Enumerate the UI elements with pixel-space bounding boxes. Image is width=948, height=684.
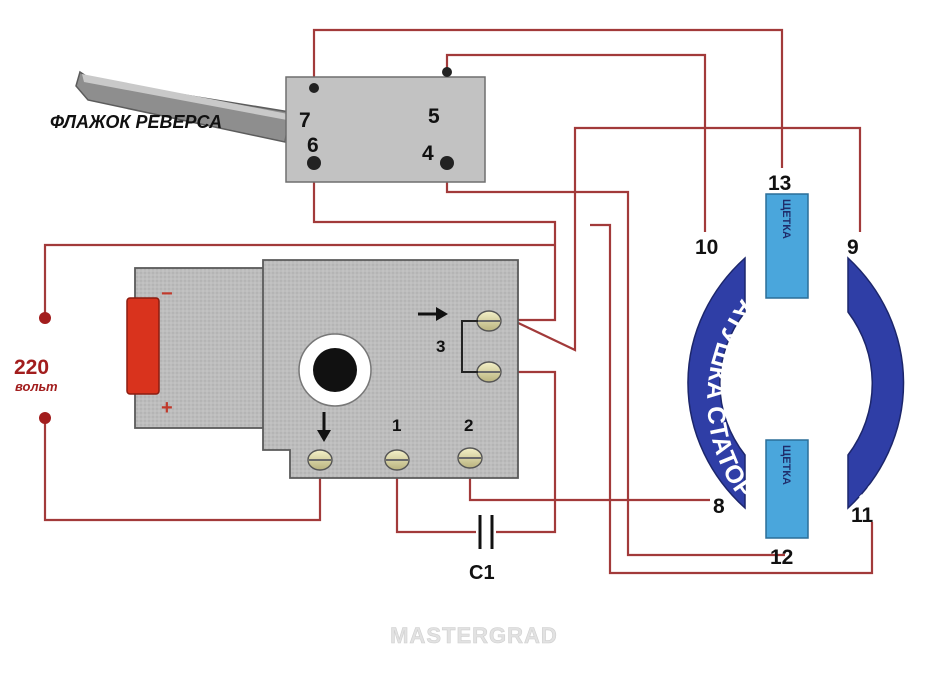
reverse-flag-label: ФЛАЖОК РЕВЕРСА [50,112,222,132]
reverse-terminal-4: 4 [422,142,434,165]
arrow-right-icon [418,307,448,321]
reverse-lever [75,70,291,143]
reverse-terminal-7: 7 [299,109,311,132]
top-brush-text: ЩЕТКА [780,199,792,239]
pin-13: 13 [768,172,791,195]
right-stator-coil [847,256,905,510]
reverse-terminal-5: 5 [428,105,440,128]
brushes [765,193,809,539]
wire-5-to-10 [445,53,707,232]
stator-coils [687,256,905,510]
screw-icons [307,310,502,471]
wire-7-to-13 [312,28,784,168]
pin-8: 8 [713,495,725,518]
top-brush [765,193,809,299]
voltage-value: 220 [14,356,49,379]
wire-arrow-screw-to-power [43,418,322,522]
wire-11 [590,223,874,575]
pin-11: 11 [851,504,874,527]
bottom-brush [765,439,809,539]
wire-1-to-c1 [395,470,476,534]
wire-power-upper [43,243,555,318]
battery-minus-sign: − [161,283,173,305]
power-terminals [39,312,51,424]
reverse-switch [285,67,486,183]
speed-terminal-2: 2 [464,416,473,435]
battery-plus-sign: + [161,397,173,419]
wire-6-to-3 [312,170,557,322]
pin-12: 12 [770,546,793,569]
watermark: MASTERGRAD [390,623,558,648]
speed-switch [126,259,519,479]
wire-3b-to-c1 [496,370,557,534]
left-stator-coil [687,256,746,510]
battery-icon [126,297,160,395]
wires [43,28,874,575]
arrow-down-icon [317,412,331,442]
reverse-terminal-6: 6 [307,134,319,157]
speed-terminal-1: 1 [392,416,401,435]
voltage-unit: вольт [15,379,58,394]
pin-10: 10 [695,236,718,259]
capacitor-icon [478,515,494,549]
pin-9: 9 [847,236,859,259]
speed-terminal-3: 3 [436,337,445,356]
wire-9 [511,126,862,352]
wire-4-to-12 [445,165,785,557]
bottom-brush-text: ЩЕТКА [780,445,792,485]
capacitor-label: С1 [469,562,495,584]
